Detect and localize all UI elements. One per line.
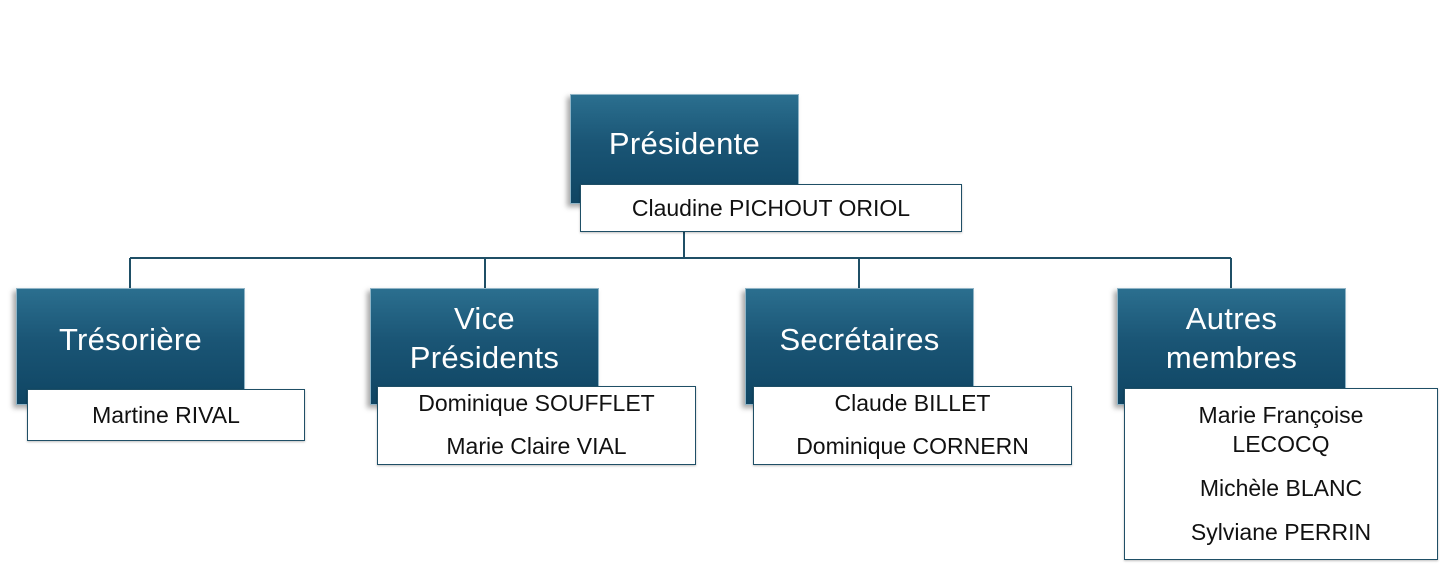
role-title-secretaires: Secrétaires bbox=[779, 322, 940, 357]
role-box-autres-membres: Autres membres bbox=[1117, 288, 1346, 405]
names-box-presidente: Claudine PICHOUT ORIOL bbox=[580, 184, 962, 232]
names-box-autres-membres: Marie Françoise LECOCQ Michèle BLANC Syl… bbox=[1124, 388, 1438, 560]
role-box-vice-presidents: Vice Présidents bbox=[370, 288, 599, 405]
role-title-autres-membres: Autres membres bbox=[1165, 301, 1298, 375]
names-box-vice-presidents: Dominique SOUFFLET Marie Claire VIAL bbox=[377, 386, 696, 465]
name-secretaire-2: Dominique CORNERN bbox=[796, 433, 1029, 459]
role-title-presidente: Présidente bbox=[608, 126, 761, 161]
name-secretaire-1: Claude BILLET bbox=[834, 390, 991, 416]
role-title-tresoriere: Trésorière bbox=[58, 322, 203, 357]
name-autre-membre-2: Michèle BLANC bbox=[1199, 475, 1363, 501]
role-box-tresoriere: Trésorière bbox=[16, 288, 245, 405]
name-vice-president-2: Marie Claire VIAL bbox=[446, 433, 627, 459]
name-autre-membre-1: Marie Françoise LECOCQ bbox=[1198, 402, 1364, 457]
name-vice-president-1: Dominique SOUFFLET bbox=[418, 390, 655, 416]
name-presidente: Claudine PICHOUT ORIOL bbox=[631, 194, 911, 221]
names-box-secretaires: Claude BILLET Dominique CORNERN bbox=[753, 386, 1072, 465]
name-autre-membre-3: Sylviane PERRIN bbox=[1190, 519, 1372, 545]
role-box-secretaires: Secrétaires bbox=[745, 288, 974, 405]
role-title-vice-presidents: Vice Présidents bbox=[409, 301, 560, 375]
name-tresoriere-1: Martine RIVAL bbox=[92, 401, 240, 428]
names-box-tresoriere: Martine RIVAL bbox=[27, 389, 305, 441]
